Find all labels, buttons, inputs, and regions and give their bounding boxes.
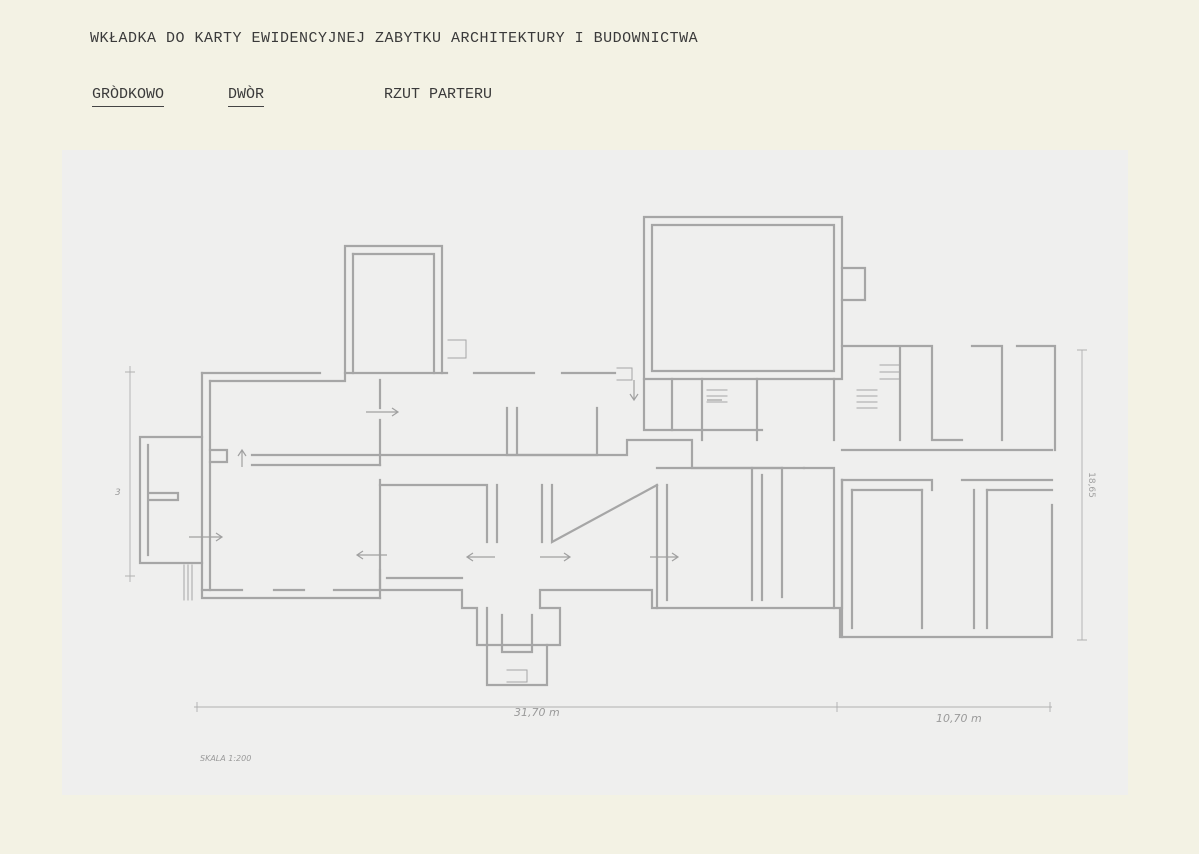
floor-plan-drawing <box>125 215 1087 712</box>
scale-label: SKALA 1:200 <box>200 754 252 763</box>
document-title: WKŁADKA DO KARTY EWIDENCYJNEJ ZABYTKU AR… <box>90 30 699 47</box>
place-name: GRÒDKOWO <box>92 86 165 107</box>
drawing-title: RZUT PARTERU <box>384 86 493 103</box>
floor-plan-sheet: 31,70 m 10,70 m 18,65 3 SKALA 1:200 <box>62 150 1128 795</box>
dimension-depth: 18,65 <box>1085 472 1096 498</box>
dimension-length: 31,70 m <box>514 706 560 719</box>
dimension-secondary: 10,70 m <box>936 712 982 725</box>
object-type: DWÒR <box>228 86 265 107</box>
dimension-left: 3 <box>115 488 121 498</box>
